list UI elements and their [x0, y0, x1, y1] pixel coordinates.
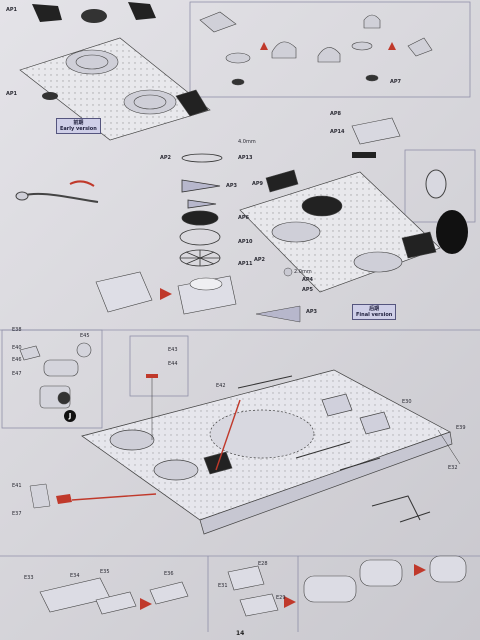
part-ap3-shape [187, 199, 217, 209]
leader-lines-red [71, 399, 241, 501]
grille-part-top-left [32, 4, 62, 22]
label-ap2-right: AP2 [254, 257, 266, 263]
detail-box-center [129, 335, 189, 397]
part-ap9-bar [352, 152, 376, 158]
label-ap1-top: AP1 [6, 7, 18, 13]
arrow-red [140, 598, 152, 610]
label-ap2: AP2 [160, 155, 172, 161]
fan-cover-part-top [81, 9, 107, 23]
ring-parts [179, 153, 223, 267]
hatch-variants [199, 11, 433, 86]
top-right-panel [189, 1, 471, 98]
label-e28: E28 [258, 561, 268, 567]
label-ap4: AP4 [302, 277, 314, 283]
cable-eye [15, 191, 29, 201]
label-e38: E38 [12, 327, 22, 333]
wheel-part-black [436, 210, 468, 254]
part-red [146, 374, 158, 378]
label-e40: E40 [12, 345, 22, 351]
label-e41: E41 [12, 483, 22, 489]
label-ap9: AP9 [252, 181, 264, 187]
grille-part-top [128, 2, 156, 20]
part-red [56, 494, 72, 504]
hook-part [425, 169, 447, 199]
label-e37: E37 [12, 511, 22, 517]
step-marker-j: J [64, 410, 76, 422]
main-hull-plate [81, 369, 453, 535]
label-ap3: AP3 [226, 183, 238, 189]
arrow-red [414, 564, 426, 576]
label-e44: E44 [168, 361, 178, 367]
label-e46: E46 [12, 357, 22, 363]
label-ap3-bottom: AP3 [306, 309, 318, 315]
part-ap2-ring [181, 153, 223, 163]
label-ap13: AP13 [238, 155, 253, 161]
left-sub-panel [1, 329, 103, 429]
label-e29: E29 [276, 595, 286, 601]
label-e43: E43 [168, 347, 178, 353]
arrow-red [388, 42, 396, 50]
jack-block-parts [19, 342, 92, 409]
label-e47: E47 [12, 371, 22, 377]
part-ap6-disc [181, 210, 219, 226]
early-version-tag: 前期 Early version [56, 118, 101, 134]
page-number: 14 [236, 630, 245, 637]
label-ap7: AP7 [390, 79, 402, 85]
leader-lines [151, 376, 461, 465]
arrow-red [260, 42, 268, 50]
label-e33: E33 [24, 575, 34, 581]
part-ap4-knob [283, 267, 293, 277]
label-ap10: AP10 [238, 239, 253, 245]
engine-box-assembly [95, 271, 237, 315]
label-ap6: AP6 [238, 215, 250, 221]
label-e39: E39 [456, 425, 466, 431]
early-engine-deck [19, 37, 211, 141]
label-ap11: AP11 [238, 261, 253, 267]
label-e35: E35 [100, 569, 110, 575]
label-ap8: AP8 [330, 111, 342, 117]
tow-cable [21, 192, 99, 203]
final-engine-deck [239, 169, 441, 293]
part-ap3-shape [181, 179, 221, 193]
arrow-red-curve [69, 180, 95, 187]
label-e36: E36 [164, 571, 174, 577]
dimension-label-small: 2.0mm [294, 269, 312, 275]
part-ap14-grille [351, 117, 401, 145]
label-e31: E31 [218, 583, 228, 589]
hull-rails [237, 375, 431, 523]
part-e41 [29, 483, 51, 509]
part-ap1-disc [42, 92, 58, 100]
label-e34: E34 [70, 573, 80, 579]
arrow-red [160, 288, 172, 300]
part-ap10-ring [179, 228, 221, 246]
label-ap5: AP5 [302, 287, 314, 293]
label-e32: E32 [448, 465, 458, 471]
bottom-parts [39, 555, 467, 617]
label-ap14: AP14 [330, 129, 345, 135]
arrow-red [284, 596, 296, 608]
label-e45: E45 [80, 333, 90, 339]
label-e42: E42 [216, 383, 226, 389]
dimension-label: 4.0mm [238, 139, 256, 145]
final-version-tag: 后期 Final version [352, 304, 397, 320]
label-e30: E30 [402, 399, 412, 405]
part-ap3-wedge [255, 305, 301, 323]
label-ap1: AP1 [6, 91, 18, 97]
